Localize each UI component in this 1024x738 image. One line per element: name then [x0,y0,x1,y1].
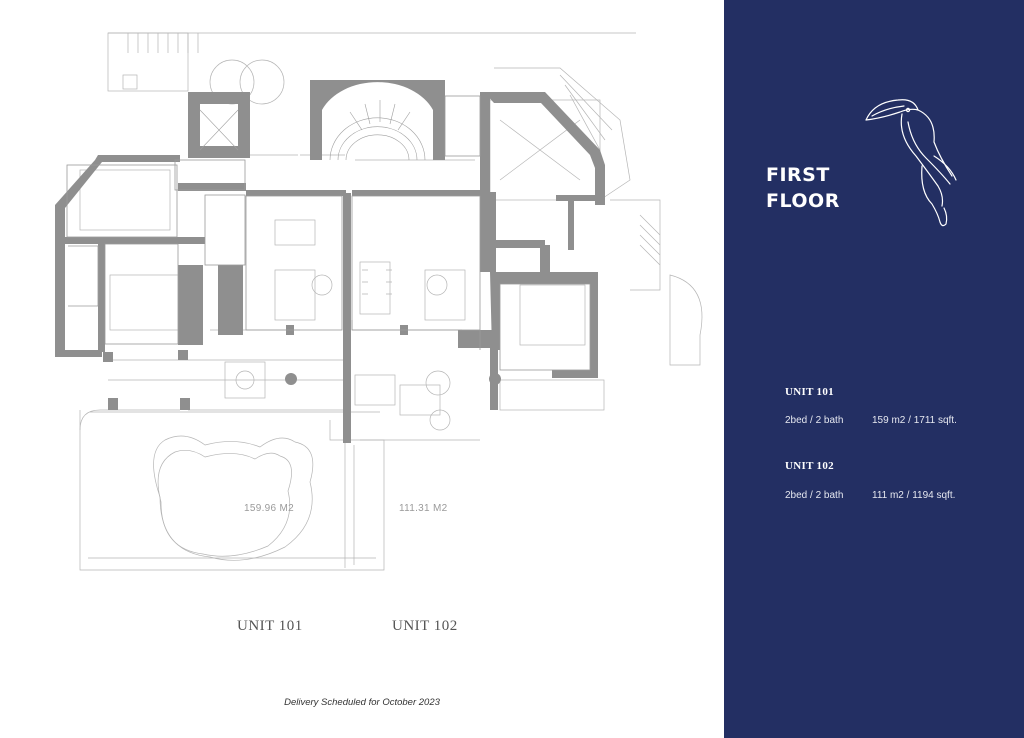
floor-title-line-2: FLOOR [766,190,840,212]
unit-102-beds: 2bed / 2 bath [785,490,844,501]
floor-plan-page: 159.96 M2 111.31 M2 UNIT 101 UNIT 102 De… [55,32,703,708]
unit-101-size: 159 m2 / 1711 sqft. [872,415,957,426]
unit-102-title: UNIT 102 [785,460,834,472]
unit-101-area-label: 159.96 M2 [244,503,294,514]
unit-102-size: 111 m2 / 1194 sqft. [872,490,956,501]
delivery-note: Delivery Scheduled for October 2023 [284,697,440,708]
unit-102-area-label: 111.31 M2 [399,503,448,514]
unit-101-caption: UNIT 101 [237,618,303,634]
unit-102-caption: UNIT 102 [392,618,458,634]
floor-plan-drawing [55,32,703,571]
floor-title: FIRST FLOOR [766,162,840,214]
unit-101-beds: 2bed / 2 bath [785,415,844,426]
toucan-icon [865,99,957,227]
floor-title-line-1: FIRST [766,164,830,186]
unit-101-title: UNIT 101 [785,386,834,398]
info-panel: FIRST FLOOR UNIT 101 2bed / 2 bath 159 m… [724,0,1024,738]
